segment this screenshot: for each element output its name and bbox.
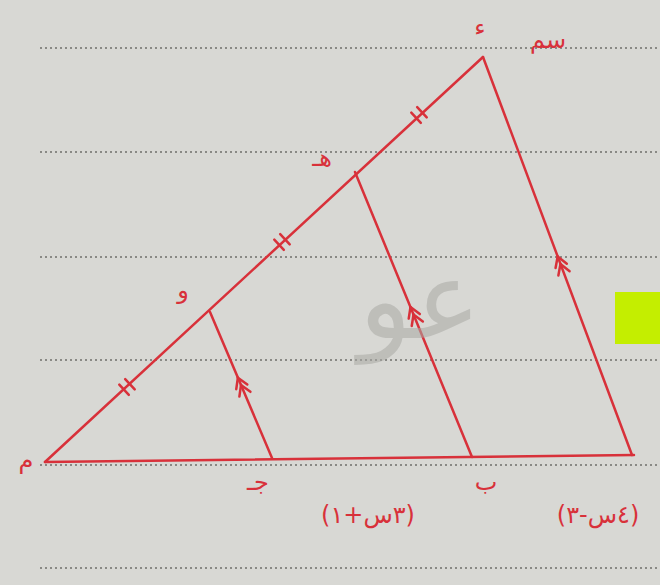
point-label: هـ (312, 145, 332, 171)
green-mark (615, 292, 660, 344)
mark-stroke (238, 378, 247, 385)
vertex-label: ء (474, 15, 485, 41)
mark-stroke (119, 385, 129, 395)
mark-stroke (558, 256, 567, 263)
point-label: و (177, 277, 189, 303)
mark-stroke (236, 378, 238, 390)
mark-stroke (280, 234, 290, 244)
length-expression: (٣س+١) (321, 502, 415, 528)
mark-stroke (241, 385, 250, 392)
mark-stroke (556, 256, 558, 267)
mark-stroke (558, 264, 560, 275)
vertex-label: م (19, 447, 34, 473)
mark-stroke (417, 107, 427, 117)
mark-stroke (560, 264, 569, 271)
mark-stroke (125, 379, 135, 389)
point-label: ب (475, 469, 498, 495)
mark-stroke (239, 385, 241, 397)
length-expression: (٤س-٣) (557, 502, 640, 528)
unit-label: سم (530, 27, 566, 53)
triangle (45, 57, 634, 462)
point-label: جـ (247, 469, 269, 495)
notebook-lines (40, 48, 660, 568)
mark-stroke (411, 113, 421, 123)
mark-stroke (274, 240, 284, 250)
watermark: عو (359, 240, 481, 361)
